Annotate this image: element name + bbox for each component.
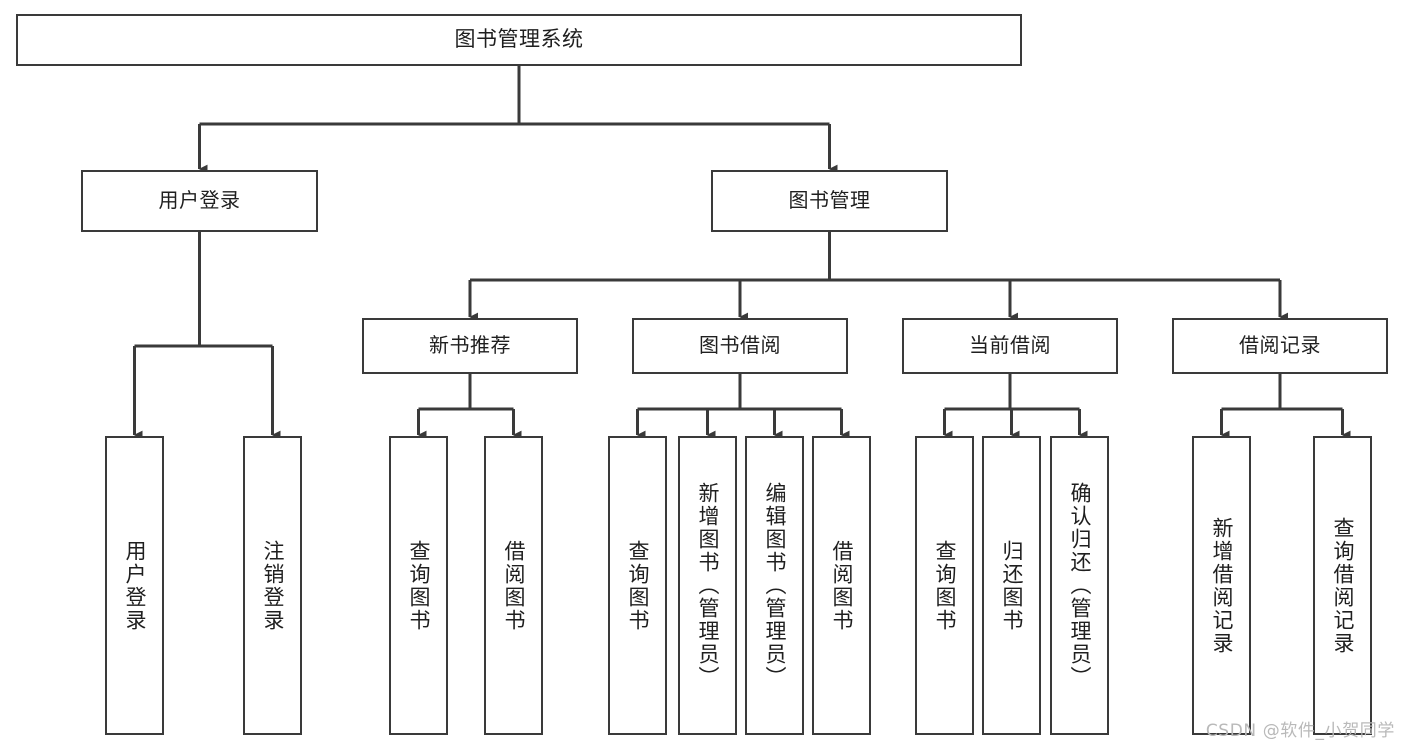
node-leaf_12[interactable]: 查询借阅记录 [1313,436,1372,735]
node-leaf_9[interactable]: 归还图书 [982,436,1041,735]
node-leaf_5[interactable]: 新增图书（管理员） [678,436,737,735]
node-leaf_4[interactable]: 查询图书 [608,436,667,735]
node-l2_3[interactable]: 借阅记录 [1172,318,1388,374]
node-l1_1[interactable]: 图书管理 [711,170,948,232]
node-label: 图书管理 [788,189,871,212]
node-label: 借阅记录 [1239,334,1321,357]
node-label: 图书管理系统 [454,28,584,52]
node-label: 用户登录 [158,189,241,212]
node-root[interactable]: 图书管理系统 [16,14,1022,66]
node-leaf_8[interactable]: 查询图书 [915,436,974,735]
node-leaf_0[interactable]: 用户登录 [105,436,164,735]
node-label: 查询借阅记录 [1331,516,1354,655]
node-label: 借阅图书 [502,539,525,632]
node-label: 查询图书 [933,539,956,632]
node-label: 当前借阅 [969,334,1051,357]
node-label: 注销登录 [261,539,284,632]
node-leaf_6[interactable]: 编辑图书（管理员） [745,436,804,735]
node-leaf_11[interactable]: 新增借阅记录 [1192,436,1251,735]
node-label: 查询图书 [626,539,649,632]
node-leaf_2[interactable]: 查询图书 [389,436,448,735]
node-label: 归还图书 [1000,539,1023,632]
node-l2_2[interactable]: 当前借阅 [902,318,1118,374]
node-label: 查询图书 [407,539,430,632]
node-l1_0[interactable]: 用户登录 [81,170,318,232]
node-label: 新增借阅记录 [1210,516,1233,655]
node-label: 新增图书（管理员） [696,482,719,689]
watermark-text: CSDN @软件_小贺同学 [1205,721,1395,741]
node-l2_1[interactable]: 图书借阅 [632,318,848,374]
node-leaf_7[interactable]: 借阅图书 [812,436,871,735]
node-label: 编辑图书（管理员） [763,482,786,689]
node-l2_0[interactable]: 新书推荐 [362,318,578,374]
node-label: 用户登录 [123,539,146,632]
node-leaf_10[interactable]: 确认归还（管理员） [1050,436,1109,735]
node-leaf_1[interactable]: 注销登录 [243,436,302,735]
node-label: 新书推荐 [429,334,511,357]
node-label: 确认归还（管理员） [1068,482,1091,689]
node-label: 图书借阅 [699,334,781,357]
node-leaf_3[interactable]: 借阅图书 [484,436,543,735]
node-label: 借阅图书 [830,539,853,632]
